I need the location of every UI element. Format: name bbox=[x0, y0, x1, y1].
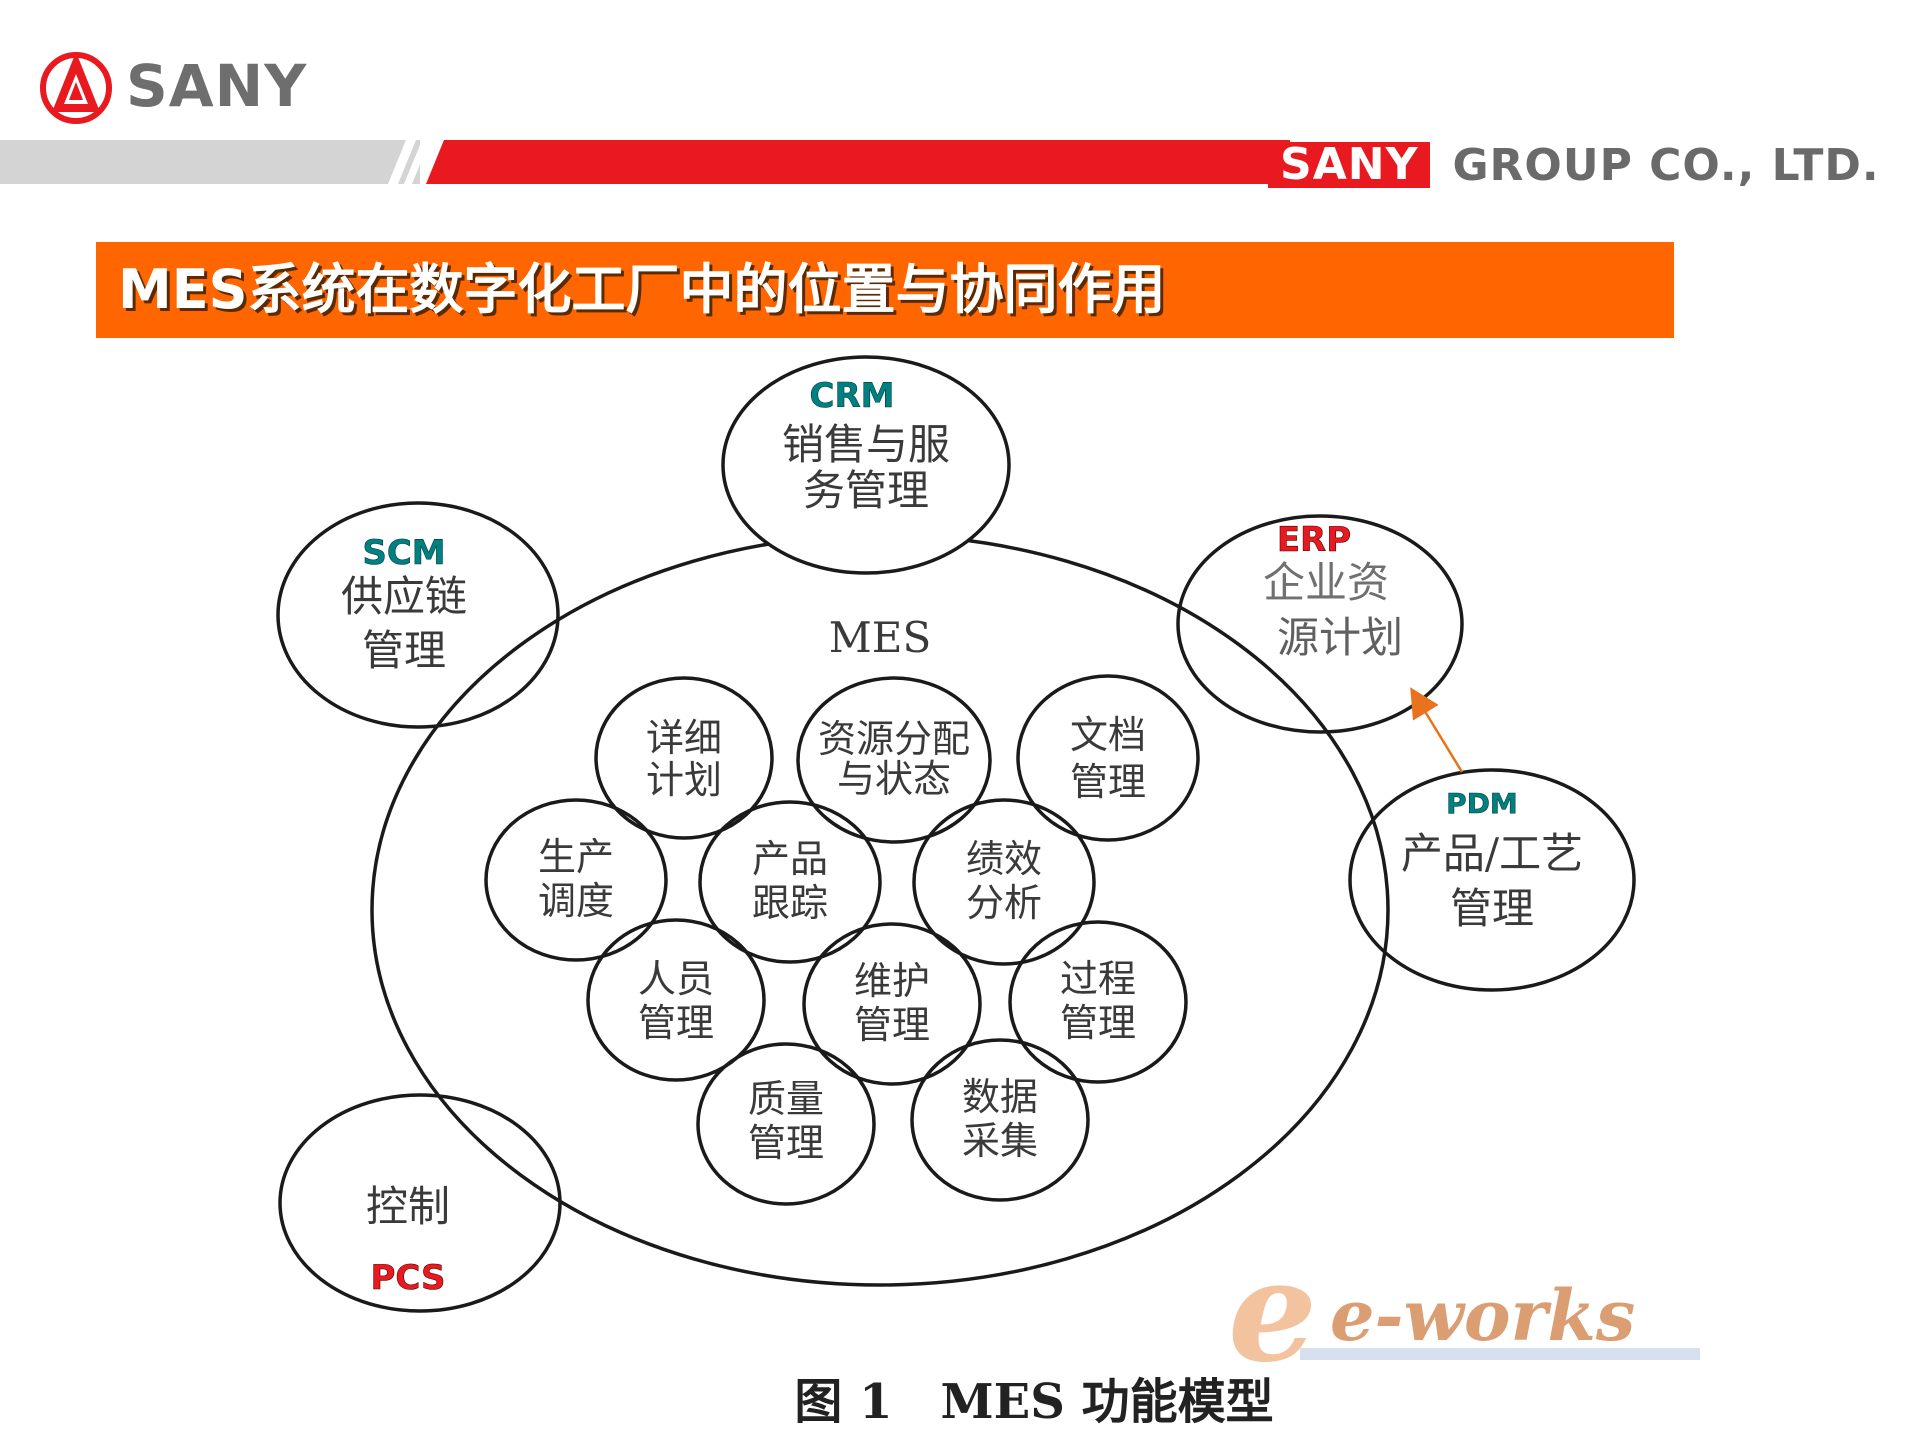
module-line2: 跟踪 bbox=[752, 881, 828, 925]
mes-core-label: MES bbox=[829, 613, 931, 662]
module-circle bbox=[1008, 920, 1188, 1084]
sany-logo: SANY bbox=[38, 46, 307, 126]
module-line2: 管理 bbox=[1070, 760, 1146, 804]
module-maintenance-management: 维护 管理 bbox=[802, 922, 982, 1086]
eworks-watermark: e e-works bbox=[1228, 1230, 1700, 1394]
module-line1: 文档 bbox=[1070, 713, 1146, 757]
pcs-line1: 控制 bbox=[366, 1182, 450, 1231]
module-circle bbox=[910, 1038, 1090, 1202]
module-process-management: 过程 管理 bbox=[1008, 920, 1188, 1084]
group-sany-label: SANY bbox=[1268, 142, 1431, 188]
erp-node: ERP 企业资 源计划 bbox=[1176, 514, 1464, 734]
module-circle bbox=[586, 918, 766, 1082]
sany-emblem-icon bbox=[40, 52, 112, 124]
module-detailed-plan: 详细 计划 bbox=[594, 676, 774, 840]
erp-abbr: ERP bbox=[1277, 520, 1351, 560]
module-personnel-management: 人员 管理 bbox=[586, 918, 766, 1082]
module-production-scheduling: 生产 调度 bbox=[484, 798, 668, 962]
module-circle bbox=[594, 676, 774, 840]
module-circle bbox=[696, 1042, 876, 1206]
scm-line2: 管理 bbox=[362, 626, 446, 675]
module-performance-analysis: 绩效 分析 bbox=[912, 798, 1096, 966]
crm-circle bbox=[721, 355, 1011, 575]
module-line2: 管理 bbox=[854, 1003, 930, 1047]
pdm-line1: 产品/工艺 bbox=[1401, 829, 1583, 878]
module-data-collection: 数据 采集 bbox=[910, 1038, 1090, 1202]
module-circle bbox=[912, 798, 1096, 966]
group-rest-label: GROUP CO., LTD. bbox=[1452, 139, 1880, 191]
module-circle bbox=[1016, 674, 1200, 842]
figure-caption: 图 1 MES 功能模型 bbox=[794, 1374, 1273, 1430]
erp-circle bbox=[1176, 514, 1464, 734]
header-band bbox=[0, 140, 1290, 184]
pdm-line2: 管理 bbox=[1450, 884, 1534, 933]
pcs-circle bbox=[278, 1093, 562, 1313]
scm-line1: 供应链 bbox=[341, 572, 467, 621]
group-name: SANY GROUP CO., LTD. bbox=[1268, 139, 1880, 191]
module-line1: 质量 bbox=[748, 1077, 824, 1121]
module-line1: 绩效 bbox=[966, 837, 1042, 881]
module-circle bbox=[698, 800, 882, 964]
crm-line2: 务管理 bbox=[803, 466, 929, 515]
module-quality-management: 质量 管理 bbox=[696, 1042, 876, 1206]
module-circle bbox=[796, 676, 992, 844]
watermark-e: e bbox=[1228, 1230, 1317, 1394]
module-line2: 分析 bbox=[966, 881, 1042, 925]
crm-line1: 销售与服 bbox=[782, 420, 950, 469]
module-line2: 管理 bbox=[638, 1001, 714, 1045]
module-line1: 详细 bbox=[646, 716, 722, 760]
pdm-circle bbox=[1348, 768, 1636, 992]
module-line2: 计划 bbox=[646, 758, 722, 802]
erp-line2: 源计划 bbox=[1277, 613, 1403, 662]
module-line2: 调度 bbox=[538, 879, 614, 923]
module-line1: 维护 bbox=[854, 959, 930, 1003]
module-resource-allocation: 资源分配 与状态 bbox=[796, 676, 992, 844]
module-circle bbox=[484, 798, 668, 962]
pdm-node: PDM 产品/工艺 管理 bbox=[1348, 768, 1636, 992]
module-document-management: 文档 管理 bbox=[1016, 674, 1200, 842]
module-line1: 产品 bbox=[752, 837, 828, 881]
module-line1: 生产 bbox=[538, 835, 614, 879]
title-bar: MES系统在数字化工厂中的位置与协同作用 bbox=[96, 242, 1674, 338]
module-line2: 管理 bbox=[1060, 1001, 1136, 1045]
scm-abbr: SCM bbox=[362, 533, 445, 573]
module-product-tracking: 产品 跟踪 bbox=[698, 800, 882, 964]
crm-node: CRM 销售与服 务管理 bbox=[721, 355, 1011, 575]
erp-line1: 企业资 bbox=[1263, 558, 1389, 607]
module-line1: 过程 bbox=[1060, 957, 1136, 1001]
module-line1: 人员 bbox=[638, 957, 714, 1001]
scm-node: SCM 供应链 管理 bbox=[276, 501, 560, 729]
crm-abbr: CRM bbox=[810, 376, 895, 416]
pcs-node: 控制 PCS bbox=[278, 1093, 562, 1313]
module-circle bbox=[802, 922, 982, 1086]
scm-circle bbox=[276, 501, 560, 729]
module-line1: 资源分配 bbox=[818, 717, 970, 761]
page-title: MES系统在数字化工厂中的位置与协同作用 bbox=[118, 258, 1166, 321]
module-line2: 管理 bbox=[748, 1121, 824, 1165]
watermark-text: e-works bbox=[1330, 1274, 1635, 1357]
module-line1: 数据 bbox=[962, 1075, 1038, 1119]
module-line2: 采集 bbox=[962, 1119, 1038, 1163]
module-line2: 与状态 bbox=[837, 757, 951, 801]
pcs-abbr: PCS bbox=[371, 1258, 446, 1298]
brand-name: SANY bbox=[126, 52, 308, 120]
pdm-to-erp-arrow bbox=[1410, 687, 1464, 773]
pdm-abbr: PDM bbox=[1446, 787, 1518, 820]
